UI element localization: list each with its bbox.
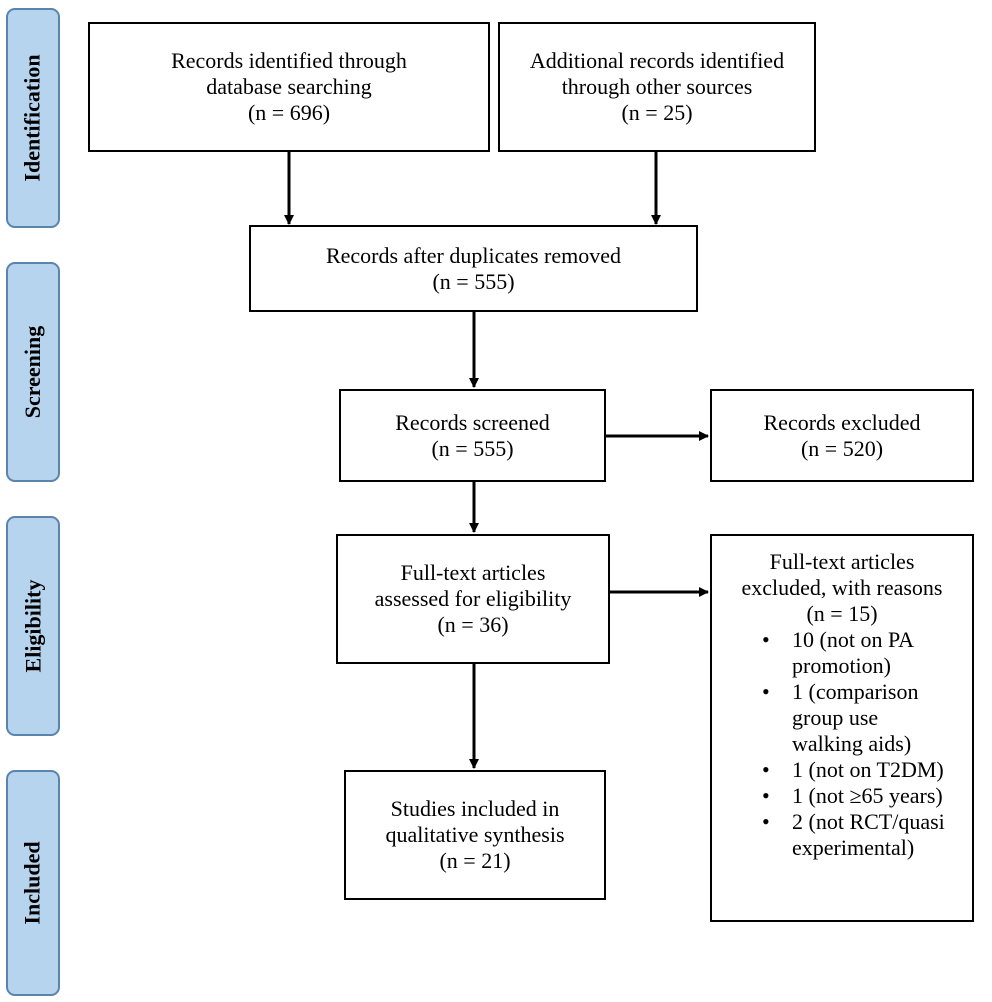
exclusion-reason: 1 (comparison group use walking aids) [712,679,972,757]
exclusion-reason: 10 (not on PA promotion) [712,627,972,679]
box-duplicates-removed: Records after duplicates removed (n = 55… [249,225,698,312]
box-other-sources: Additional records identified through ot… [498,22,816,152]
stage-screening: Screening [6,262,60,482]
exclusion-reason: 1 (not on T2DM) [712,757,972,783]
box-fulltext-excluded: Full-text articles excluded, with reason… [710,534,974,922]
stage-eligibility: Eligibility [6,516,60,736]
exclusion-reasons-list: 10 (not on PA promotion) 1 (comparison g… [712,627,972,861]
box-database-search: Records identified through database sear… [88,22,490,152]
exclusion-reason: 1 (not ≥65 years) [712,783,972,809]
box-fulltext-assessed: Full-text articles assessed for eligibil… [336,534,610,664]
box-records-excluded: Records excluded (n = 520) [710,389,974,482]
stage-identification: Identification [6,8,60,228]
exclusion-reason: 2 (not RCT/quasi experimental) [712,809,972,861]
box-records-screened: Records screened (n = 555) [339,389,606,482]
box-studies-included: Studies included in qualitative synthesi… [344,770,606,900]
stage-included: Included [6,770,60,996]
